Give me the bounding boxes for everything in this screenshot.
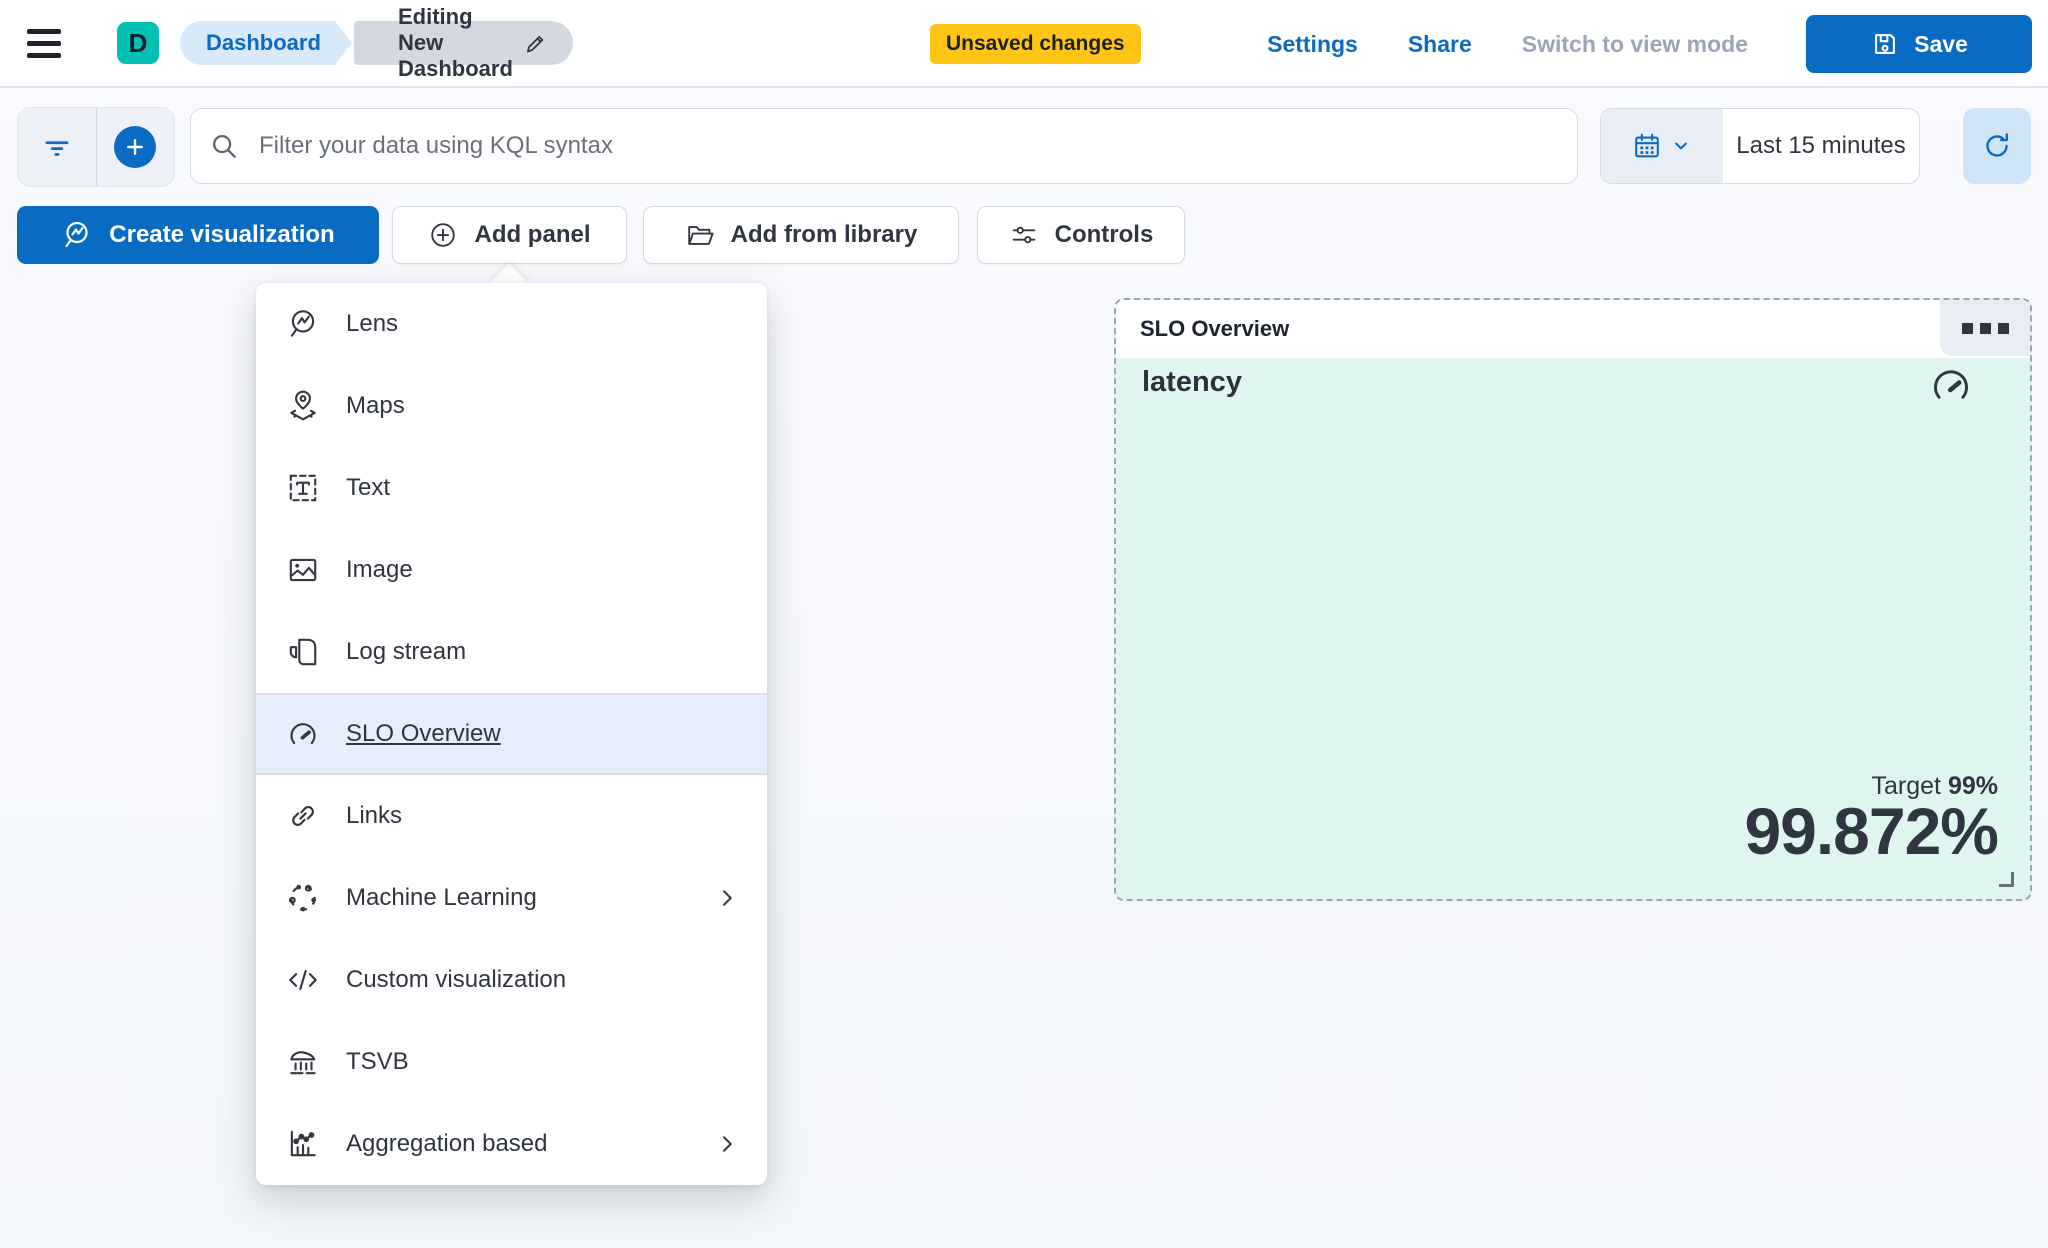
refresh-button[interactable] bbox=[1963, 108, 2031, 184]
menu-item-machine-learning[interactable]: Machine Learning bbox=[256, 857, 767, 939]
add-panel-menu: Lens Maps Text Image bbox=[256, 283, 767, 1185]
menu-item-lens[interactable]: Lens bbox=[256, 283, 767, 365]
slo-overview-panel: SLO Overview latency Target 99% 99.872% bbox=[1114, 298, 2032, 901]
calendar-icon bbox=[1632, 131, 1662, 161]
panel-options-button[interactable] bbox=[1940, 300, 2030, 356]
menu-item-text[interactable]: Text bbox=[256, 447, 767, 529]
kql-search-input[interactable] bbox=[259, 132, 1559, 160]
search-icon bbox=[209, 131, 239, 161]
filter-icon bbox=[40, 130, 74, 164]
time-range-value[interactable]: Last 15 minutes bbox=[1736, 132, 1906, 159]
menu-item-custom-visualization[interactable]: Custom visualization bbox=[256, 939, 767, 1021]
plus-in-circle-icon bbox=[428, 220, 458, 250]
chevron-down-icon bbox=[1670, 135, 1692, 157]
slo-value: 99.872% bbox=[1744, 794, 1999, 868]
unsaved-changes-badge: Unsaved changes bbox=[930, 24, 1141, 64]
image-icon bbox=[286, 553, 320, 587]
gauge-icon bbox=[1928, 362, 1974, 408]
topbar-actions: Settings Share Switch to view mode Save bbox=[1267, 0, 2032, 88]
switch-to-view-mode-link[interactable]: Switch to view mode bbox=[1521, 30, 1748, 57]
slo-target-value: 99% bbox=[1947, 772, 1998, 800]
tsvb-icon bbox=[286, 1045, 320, 1079]
menu-item-maps[interactable]: Maps bbox=[256, 365, 767, 447]
menu-item-log-stream[interactable]: Log stream bbox=[256, 611, 767, 693]
menu-item-links[interactable]: Links bbox=[256, 775, 767, 857]
create-visualization-button[interactable]: Create visualization bbox=[17, 206, 379, 264]
quick-add-button[interactable] bbox=[97, 108, 175, 186]
code-icon bbox=[286, 963, 320, 997]
chevron-right-icon bbox=[715, 886, 739, 910]
add-from-library-button[interactable]: Add from library bbox=[643, 206, 959, 264]
menu-item-image[interactable]: Image bbox=[256, 529, 767, 611]
pencil-icon bbox=[523, 30, 549, 56]
time-range-picker: Last 15 minutes bbox=[1600, 108, 1920, 184]
breadcrumb-item-editing[interactable]: Editing New Dashboard bbox=[354, 4, 573, 81]
sliders-icon bbox=[1009, 220, 1039, 250]
refresh-icon bbox=[1981, 130, 2013, 162]
filter-button-group bbox=[17, 107, 175, 187]
slo-metric-name: latency bbox=[1142, 366, 1242, 398]
save-icon bbox=[1870, 29, 1900, 59]
chevron-right-icon bbox=[715, 1132, 739, 1156]
breadcrumb-item-dashboard[interactable]: Dashboard bbox=[180, 21, 352, 65]
gauge-icon bbox=[286, 717, 320, 751]
menu-item-slo-overview[interactable]: SLO Overview bbox=[256, 693, 767, 775]
share-link[interactable]: Share bbox=[1407, 30, 1472, 57]
controls-button[interactable]: Controls bbox=[977, 206, 1185, 264]
lens-icon bbox=[286, 307, 320, 341]
plus-icon bbox=[114, 126, 157, 168]
text-icon bbox=[286, 471, 320, 505]
aggregation-icon bbox=[286, 1127, 320, 1161]
save-button[interactable]: Save bbox=[1806, 15, 2032, 73]
machine-learning-icon bbox=[286, 881, 320, 915]
add-panel-button[interactable]: Add panel bbox=[392, 206, 627, 264]
folder-icon bbox=[685, 220, 715, 250]
menu-item-aggregation-based[interactable]: Aggregation based bbox=[256, 1103, 767, 1185]
boxes-horizontal-icon bbox=[1961, 322, 1973, 334]
kql-search-bar bbox=[190, 108, 1578, 184]
panel-title: SLO Overview bbox=[1140, 316, 1290, 341]
lens-icon bbox=[61, 219, 93, 251]
date-picker-toggle[interactable] bbox=[1601, 109, 1723, 183]
hamburger-menu-icon[interactable] bbox=[27, 29, 61, 59]
slo-target: Target 99% bbox=[1871, 772, 1998, 800]
link-icon bbox=[286, 799, 320, 833]
settings-link[interactable]: Settings bbox=[1267, 30, 1358, 57]
panel-resize-handle[interactable] bbox=[1999, 872, 2014, 887]
log-stream-icon bbox=[286, 635, 320, 669]
maps-icon bbox=[286, 389, 320, 423]
menu-item-tsvb[interactable]: TSVB bbox=[256, 1021, 767, 1103]
add-filter-button[interactable] bbox=[18, 108, 97, 186]
panel-header: SLO Overview bbox=[1116, 300, 2030, 358]
top-navigation-bar: D Editing New Dashboard Dashboard Unsave… bbox=[0, 0, 2048, 88]
space-avatar[interactable]: D bbox=[117, 22, 159, 64]
